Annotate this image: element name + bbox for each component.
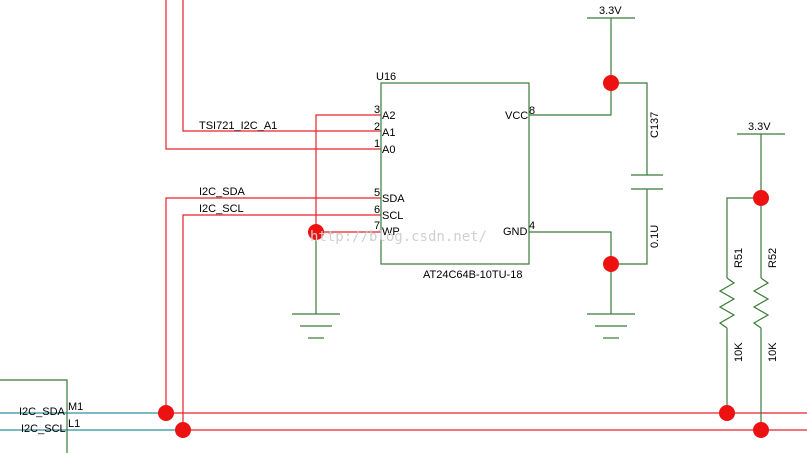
pin-name-a1: A1 — [382, 127, 395, 139]
ic-ref: U16 — [376, 71, 396, 83]
connector-body — [0, 379, 68, 453]
ic-part: AT24C64B-10TU-18 — [423, 269, 522, 281]
power-label-right: 3.3V — [748, 121, 771, 133]
pin-num-gnd: 4 — [529, 220, 535, 232]
wire-a2 — [315, 114, 381, 232]
pin-name-gnd: GND — [503, 226, 528, 238]
r51-value: 10K — [733, 342, 745, 362]
junction-scl-right — [753, 422, 769, 438]
connector-net-scl: I2C_SCL — [21, 423, 66, 435]
net-label-scl: I2C_SCL — [199, 203, 244, 215]
pin-num-vcc: 8 — [529, 105, 535, 117]
pin-name-wp: WP — [382, 226, 400, 238]
junction-sda-right — [719, 405, 735, 421]
junction-vcc — [603, 75, 619, 91]
resistor-r51 — [718, 277, 736, 329]
wire-a1 — [182, 0, 381, 132]
power-label-top: 3.3V — [599, 5, 622, 17]
connector-net-sda: I2C_SDA — [19, 406, 66, 418]
junction-wp — [308, 224, 324, 240]
wire-vcc-rail — [610, 18, 648, 175]
wire-cap-gnd — [611, 189, 648, 265]
connector-pin-l1: L1 — [68, 418, 80, 430]
cap-value: 0.1U — [649, 225, 661, 248]
pin-num-wp: 7 — [374, 220, 380, 232]
junction-sda-left — [158, 405, 174, 421]
pin-num-a0: 1 — [374, 138, 380, 150]
pin-name-vcc: VCC — [505, 110, 528, 122]
pin-num-a1: 2 — [374, 121, 380, 133]
resistor-r52 — [752, 277, 770, 329]
net-label-a1: TSI721_I2C_A1 — [199, 120, 277, 132]
wire-a0 — [165, 0, 381, 150]
pin-name-scl: SCL — [382, 210, 403, 222]
junction-pullup — [753, 190, 769, 206]
watermark: http://blog.csdn.net/ — [310, 229, 487, 245]
wire-scl — [182, 214, 381, 430]
junction-gnd — [603, 256, 619, 272]
pin-num-a2: 3 — [374, 104, 380, 116]
pin-name-a0: A0 — [382, 144, 395, 156]
ground-symbol-wp — [292, 313, 340, 339]
pin-num-sda: 5 — [374, 187, 380, 199]
net-label-sda: I2C_SDA — [199, 186, 246, 198]
cap-ref: C137 — [649, 112, 661, 138]
pin-name-a2: A2 — [382, 110, 395, 122]
r52-ref: R52 — [767, 248, 779, 268]
connector-pin-m1: M1 — [68, 401, 83, 413]
pin-num-scl: 6 — [374, 204, 380, 216]
ic-body — [380, 82, 530, 265]
wire-gnd-pin — [529, 231, 612, 314]
r51-ref: R51 — [733, 248, 745, 268]
wire-vcc-pin — [529, 83, 612, 116]
wire-r51-top — [726, 197, 761, 278]
ground-symbol-ic — [587, 313, 635, 339]
wire-sda — [165, 197, 381, 413]
junction-scl-left — [175, 422, 191, 438]
r52-value: 10K — [767, 342, 779, 362]
pin-name-sda: SDA — [382, 193, 405, 205]
